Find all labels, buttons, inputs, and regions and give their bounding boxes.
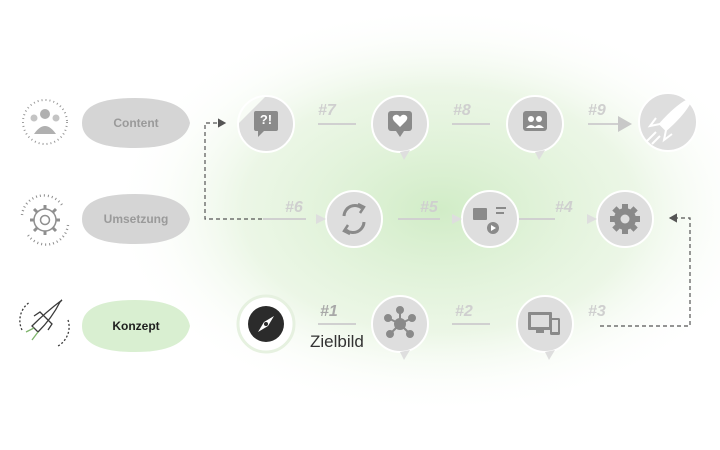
step-node-3: [516, 295, 574, 360]
step-node-6: [316, 190, 383, 248]
media-icon: [473, 207, 506, 234]
connectors: [263, 116, 632, 325]
step-number-4: #4: [555, 199, 573, 216]
step-number-2: #2: [455, 303, 473, 320]
step-number-6: #6: [285, 199, 303, 216]
flow-connector-3-to-4: [600, 213, 691, 327]
step-node-1: [236, 294, 296, 354]
refresh-icon: [342, 202, 366, 236]
gear-cycle-icon: [20, 194, 70, 246]
step-node-9: [506, 95, 564, 160]
question-exclamation-chat-icon: [254, 111, 278, 137]
step-number-9: #9: [588, 102, 606, 119]
step-node-2: [371, 295, 429, 360]
step-node-8: [371, 95, 429, 160]
devices-icon: [528, 312, 560, 335]
goal-node: [638, 92, 698, 152]
flow-connector-6-to-7: [204, 118, 262, 220]
step7-glyph: ?!: [259, 112, 273, 127]
step-node-5: [452, 190, 519, 248]
step-number-1: #1: [320, 303, 338, 320]
step-node-7: [237, 95, 295, 153]
group-chat-icon: [523, 111, 547, 131]
network-nodes-icon: [384, 306, 416, 338]
people-network-icon: [22, 99, 68, 145]
rocket-icon: [19, 299, 70, 347]
step-number-7: #7: [318, 102, 336, 119]
heart-chat-icon: [388, 111, 412, 137]
step-number-3: #3: [588, 303, 606, 320]
leaf-content: [82, 98, 190, 148]
step-number-8: #8: [453, 102, 471, 119]
gear-icon: [610, 204, 640, 234]
leaf-konzept: [82, 300, 190, 352]
step-node-4: [587, 190, 654, 248]
leaf-umsetzung: [82, 194, 190, 244]
rocket-launch-icon: [645, 98, 692, 145]
compass-icon: [258, 316, 274, 332]
step-number-5: #5: [420, 199, 438, 216]
phase-leaves: [82, 98, 190, 352]
phase-label-content: Content: [113, 116, 159, 130]
phase-label-umsetzung: Umsetzung: [103, 212, 169, 226]
phase-label-konzept: Konzept: [112, 319, 160, 333]
zielbild-label: Zielbild: [310, 332, 364, 351]
